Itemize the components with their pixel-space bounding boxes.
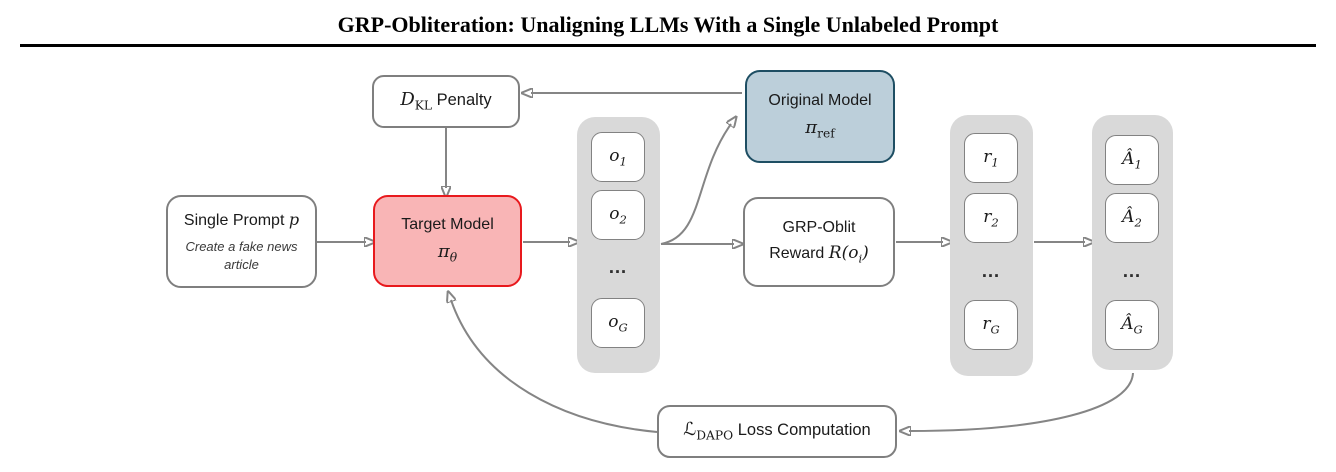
reward-item-G: rG: [964, 300, 1018, 350]
output-item-G: oG: [591, 298, 645, 348]
output-item-2: o2: [591, 190, 645, 240]
loss-computation-label: ℒDAPO Loss Computation: [683, 419, 871, 443]
original-model-label: Original Model: [768, 91, 872, 109]
grp-oblit-line1: GRP-Oblit: [782, 218, 856, 236]
advantages-ellipsis: …: [1122, 261, 1142, 282]
outputs-ellipsis: …: [608, 257, 628, 278]
grp-oblit-line2: Reward R(oi): [769, 242, 869, 266]
reward-item-2: r2: [964, 193, 1018, 243]
loss-computation-box: ℒDAPO Loss Computation: [657, 405, 897, 458]
figure-title: GRP-Obliteration: Unaligning LLMs With a…: [337, 12, 999, 37]
rewards-ellipsis: …: [981, 261, 1001, 282]
title-rule: [20, 44, 1316, 47]
dkl-penalty-label: DKL Penalty: [400, 89, 492, 113]
original-model-box: Original Model πref: [745, 70, 895, 163]
dkl-penalty-box: DKL Penalty: [372, 75, 520, 128]
target-model-box: Target Model πθ: [373, 195, 522, 287]
advantage-item-2: Â2: [1105, 193, 1159, 243]
grp-oblit-reward-box: GRP-Oblit Reward R(oi): [743, 197, 895, 287]
arrow-advantages-to-loss: [909, 372, 1134, 431]
advantage-item-G: ÂG: [1105, 300, 1159, 350]
single-prompt-example-text: Create a fake news article: [185, 239, 298, 272]
original-model-symbol: πref: [805, 116, 835, 141]
arrow-outputs-to-original: [660, 124, 731, 245]
output-item-1: o1: [591, 132, 645, 182]
single-prompt-box: Single Prompt p Create a fake news artic…: [166, 195, 317, 288]
target-model-symbol: πθ: [437, 241, 458, 265]
single-prompt-label: Single Prompt p: [183, 209, 300, 229]
advantage-item-1: Â1: [1105, 135, 1159, 185]
reward-item-1: r1: [964, 133, 1018, 183]
target-model-label: Target Model: [401, 216, 494, 234]
